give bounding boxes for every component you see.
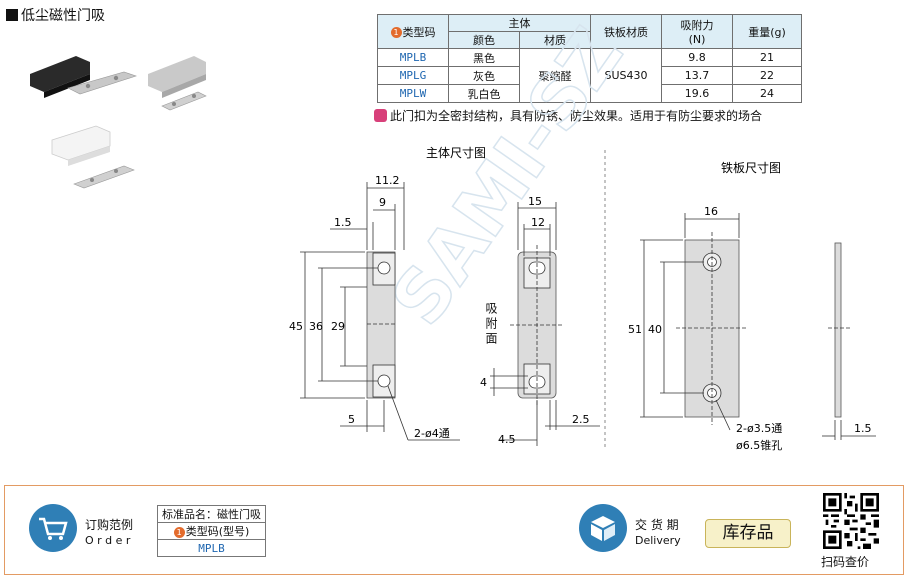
header-force: 吸附力(N) [661,14,733,49]
header-color: 颜色 [448,31,520,49]
qr-label: 扫码查价 [821,555,870,569]
dimension-drawing: SAMI-SZ 11.2 9 1.5 45 36 29 5 2-ø4通 主体尺寸… [289,12,876,452]
watermark: SAMI-SZ [375,13,639,340]
type-badge-icon: 1 [390,27,402,38]
gray-latch-image [148,56,207,111]
feature-note: 此门扣为全密封结构，具有防锈、防尘效果。适用于有防尘要求的场合 [374,107,762,124]
dim-h-body: 29 [331,320,345,333]
table-row: MPLB 黑色 聚缩醛 SUS430 9.8 21 [377,48,802,103]
plate-material: SUS430 [590,48,662,103]
dim-h-total: 45 [289,320,303,333]
product-photos [30,56,207,189]
dim-h-pitch: 36 [309,320,323,333]
dim-plate-thick: 1.5 [854,422,872,435]
type-badge-icon: 1 [173,526,185,538]
delivery-box-icon [579,504,627,552]
dim-slot: 4 [480,376,487,389]
face-label: 吸附面 [484,302,498,347]
dim-plate-hole: 2-ø3.5通 [736,422,782,435]
example-code: MPLB [157,539,266,557]
table-row: MPLW 乳白色 19.6 24 [377,84,802,103]
dim-thick: 2.5 [572,413,590,426]
black-latch-image [30,56,137,98]
header-plate-material: 铁板材质 [590,14,662,49]
delivery-title: 交 货 期 [635,518,679,532]
header-material: 材质 [519,31,591,49]
order-title: 订购范例 [85,518,134,532]
body-drawing-title: 主体尺寸图 [426,146,486,160]
plate-front-view [640,213,748,431]
title-square-icon [6,9,18,21]
dim-w-total: 11.2 [375,174,400,187]
body-front-dimensions: 15 12 4 4.5 2.5 [480,195,590,446]
body-material: 聚缩醛 [519,48,591,103]
note-icon [374,109,387,122]
qr-code-icon[interactable] [823,493,879,549]
plate-dimensions: 铁板尺寸图 16 51 40 2-ø3.5通 ø6.5锥孔 1.5 [628,161,872,452]
body-side-view [300,182,460,441]
white-latch-image [51,125,135,189]
dim-plate-h-total: 51 [628,323,642,336]
dim-hole: 2-ø4通 [414,427,450,440]
std-name: 标准品名：磁性门吸 [157,505,266,523]
dim-bottom-w: 5 [348,413,355,426]
page-title-text: 低尘磁性门吸 [21,8,105,24]
dim-bottom-off: 4.5 [498,433,516,446]
dim-plate-w: 16 [704,205,718,218]
cart-icon [29,504,77,552]
plate-drawing-title: 铁板尺寸图 [721,161,781,175]
plate-side-view [822,242,876,440]
delivery-title-en: Delivery [635,534,681,547]
header-weight: 重量(g) [732,14,802,49]
header-body: 主体 [448,14,591,32]
dim-plate-h-pitch: 40 [648,323,662,336]
page-title: 低尘磁性门吸 [6,5,105,25]
dim-offset: 1.5 [334,216,352,229]
stock-badge: 库存品 [705,519,791,548]
body-side-dimensions: 11.2 9 1.5 45 36 29 5 2-ø4通 主体尺寸图 [289,146,486,440]
body-front-view [490,202,600,446]
dim-front-w: 15 [528,195,542,208]
dim-plate-csk: ø6.5锥孔 [736,439,782,452]
order-title-en: O r d e r [85,534,131,547]
dim-w-inner: 9 [379,196,386,209]
dim-front-inner: 12 [531,216,545,229]
